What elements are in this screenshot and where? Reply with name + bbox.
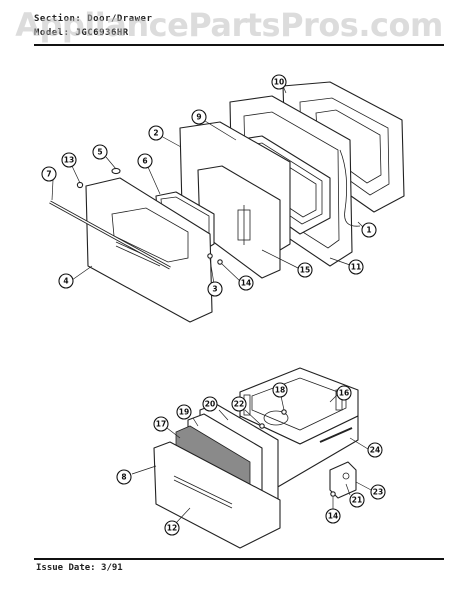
callout-22: 22 (231, 396, 247, 412)
callout-5: 5 (92, 144, 108, 160)
callout-9: 9 (191, 109, 207, 125)
issue-date: Issue Date: 3/91 (36, 563, 123, 573)
drawer-leader-lines (131, 393, 374, 524)
callout-1-label: 1 (366, 226, 371, 235)
callout-3-label: 3 (212, 285, 217, 294)
watermark-text: AppliancePartsPros.com (15, 6, 443, 44)
callout-9-label: 9 (196, 113, 201, 122)
callout-20-label: 20 (205, 400, 215, 409)
callout-23-label: 23 (373, 488, 383, 497)
callout-10-label: 10 (274, 78, 284, 87)
callout-4-label: 4 (63, 277, 68, 286)
callout-23: 23 (370, 484, 386, 500)
roller-bracket (329, 461, 357, 499)
door-handle-rod (49, 200, 171, 270)
callout-17: 17 (153, 416, 169, 432)
callout-19: 19 (176, 404, 192, 420)
screw-3 (207, 253, 213, 259)
callout-4: 4 (58, 273, 74, 289)
callout-24: 24 (367, 442, 383, 458)
callout-15: 15 (297, 262, 313, 278)
callout-20: 20 (202, 396, 218, 412)
callout-5-label: 5 (97, 148, 102, 157)
callout-15-label: 15 (300, 266, 310, 275)
callout-14-upper: 14 (238, 275, 254, 291)
callout-11: 11 (348, 259, 364, 275)
callout-2-label: 2 (153, 129, 158, 138)
footer-rule (34, 558, 444, 560)
callout-8-label: 8 (121, 473, 126, 482)
callout-14-lower: 14 (325, 508, 341, 524)
callout-18: 18 (272, 382, 288, 398)
callout-18-label: 18 (275, 386, 285, 395)
callout-22-label: 22 (234, 400, 244, 409)
callout-6-label: 6 (142, 157, 147, 166)
drawer-front-panel (153, 441, 281, 549)
callout-3: 3 (207, 281, 223, 297)
end-cap-5 (111, 167, 121, 175)
callout-7-label: 7 (46, 170, 51, 179)
section-title: Section: Door/Drawer (34, 14, 153, 24)
callout-13-label: 13 (64, 156, 74, 165)
callout-21: 21 (349, 492, 365, 508)
callout-13: 13 (61, 152, 77, 168)
callout-16-label: 16 (339, 389, 349, 398)
header-rule (34, 44, 444, 46)
bracket-18 (281, 409, 287, 415)
callout-12: 12 (164, 520, 180, 536)
model-number: Model: JGC6936HR (34, 28, 129, 38)
callout-19-label: 19 (179, 408, 189, 417)
callout-7: 7 (41, 166, 57, 182)
callout-12-label: 12 (167, 524, 177, 533)
callout-11-label: 11 (351, 263, 361, 272)
callout-17-label: 17 (156, 420, 166, 429)
callout-14-lower-label: 14 (328, 512, 338, 521)
screw-13 (76, 181, 84, 189)
bracket-22 (259, 423, 265, 429)
callout-2: 2 (148, 125, 164, 141)
callout-16: 16 (336, 385, 352, 401)
callout-21-label: 21 (352, 496, 362, 505)
drawer-rail (319, 427, 353, 443)
screw-14-lower (330, 491, 336, 497)
callout-24-label: 24 (370, 446, 380, 455)
callout-1: 1 (361, 222, 377, 238)
callout-14-upper-label: 14 (241, 279, 251, 288)
door-leader-lines (51, 85, 365, 285)
callout-10: 10 (271, 74, 287, 90)
door-gasket (339, 149, 361, 227)
callout-8: 8 (116, 469, 132, 485)
callout-6: 6 (137, 153, 153, 169)
screw-14-upper (217, 259, 223, 265)
